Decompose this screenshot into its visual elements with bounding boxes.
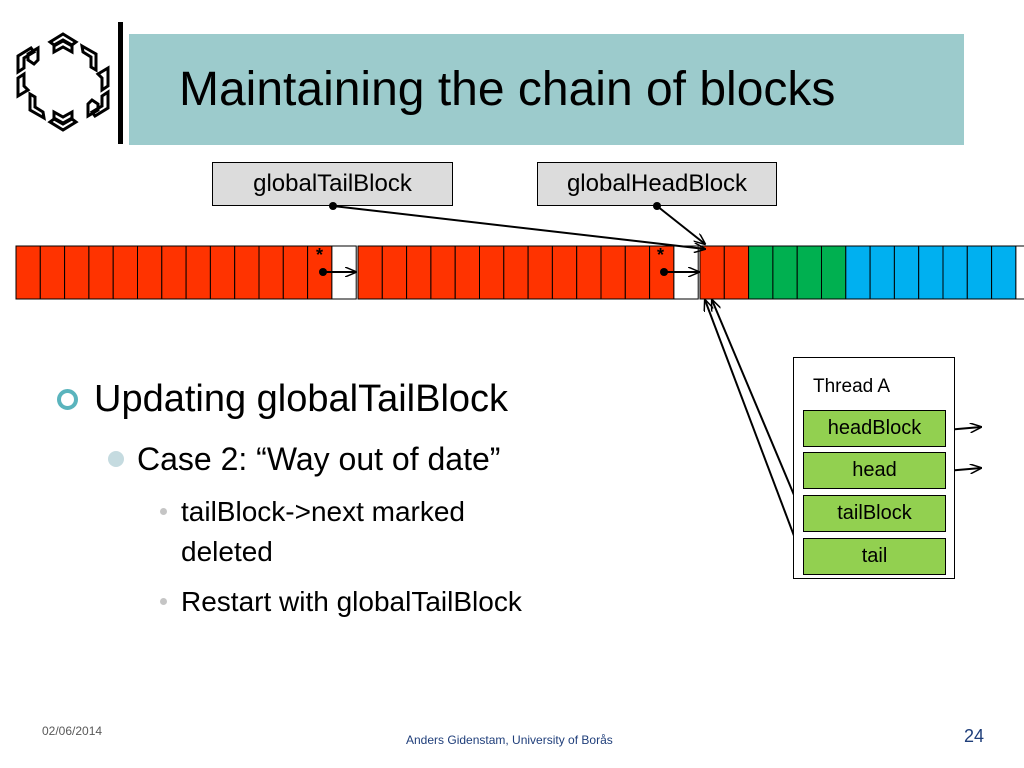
block-2-cell <box>551 245 578 300</box>
thread-field-tail: tail <box>803 538 946 575</box>
block-1-cell <box>161 245 187 300</box>
block-3-cell <box>1015 245 1024 300</box>
bullet-dot-icon <box>108 451 124 467</box>
block-1-cell <box>64 245 90 300</box>
global-head-pointer-arrow <box>656 205 705 244</box>
thread-field-head-block: headBlock <box>803 410 946 447</box>
pointer-origin-dot <box>319 268 327 276</box>
bullet-small-dot-icon <box>160 598 167 605</box>
block-1-cell <box>234 245 260 300</box>
block-mark-2: * <box>657 245 665 265</box>
bullet-ring-icon <box>57 389 78 410</box>
thread-title: Thread A <box>813 376 891 397</box>
title-band <box>129 34 964 145</box>
block-3-cell <box>942 245 968 300</box>
pointer-origin-dot <box>660 268 668 276</box>
block-mark-1: * <box>316 245 324 265</box>
block-3-cell <box>772 245 798 300</box>
block-2-cell <box>479 245 505 300</box>
thread-field-head: head <box>803 452 946 489</box>
block-3-cell <box>748 245 774 300</box>
block-3-cell <box>893 245 920 300</box>
pointer-origin-dot <box>653 202 661 210</box>
block-3-cell <box>918 245 944 300</box>
block-3-cell <box>796 245 823 300</box>
block-2-cell <box>406 245 432 300</box>
block-2-cell <box>600 245 626 300</box>
bullet-level2: Case 2: “Way out of date” <box>137 441 501 477</box>
block-1-cell <box>282 245 309 300</box>
block-1-cell <box>137 245 163 300</box>
global-tail-block-label: globalTailBlock <box>212 162 453 206</box>
block-1-cell <box>185 245 211 300</box>
block-2-cell <box>454 245 481 300</box>
bullet-small-dot-icon <box>160 508 167 515</box>
block-3-cell <box>723 245 750 300</box>
footer-author: Anders Gidenstam, University of Borås <box>406 733 613 747</box>
thread-field-tail-block: tailBlock <box>803 495 946 532</box>
block-1-cell <box>209 245 236 300</box>
bullet-level3-item2: Restart with globalTailBlock <box>181 586 522 617</box>
block-1-cell <box>88 245 114 300</box>
block-2-cell <box>624 245 651 300</box>
university-logo-icon <box>16 32 110 132</box>
block-3-cell <box>991 245 1017 300</box>
bullet-level1: Updating globalTailBlock <box>94 378 509 420</box>
footer-date: 02/06/2014 <box>42 724 103 738</box>
block-3-cell <box>845 245 871 300</box>
block-2-cell <box>357 245 383 300</box>
block-2-cell <box>527 245 553 300</box>
bullet-level3-line2: deleted <box>181 536 273 567</box>
global-head-block-label: globalHeadBlock <box>537 162 777 206</box>
pointer-origin-dot <box>329 202 337 210</box>
block-1-cell <box>112 245 138 300</box>
tail-block-pointer-arrow <box>712 300 803 515</box>
block-3-cell <box>699 245 725 300</box>
block-3-cell <box>966 245 993 300</box>
block-2-cell <box>381 245 408 300</box>
slide-title: Maintaining the chain of blocks <box>179 63 836 116</box>
title-divider-bar <box>118 22 123 144</box>
global-tail-pointer-arrow <box>332 205 705 249</box>
block-2-cell <box>576 245 602 300</box>
block-2-cell <box>503 245 529 300</box>
block-1-cell <box>39 245 66 300</box>
block-3-cell <box>869 245 895 300</box>
block-1-cell <box>15 245 41 300</box>
block-2-cell <box>430 245 456 300</box>
tail-pointer-arrow <box>705 300 803 558</box>
block-1-cell <box>258 245 284 300</box>
bullet-level3-line1: tailBlock->next marked <box>181 496 466 527</box>
footer-page-number: 24 <box>964 726 985 746</box>
block-3-cell <box>821 245 847 300</box>
